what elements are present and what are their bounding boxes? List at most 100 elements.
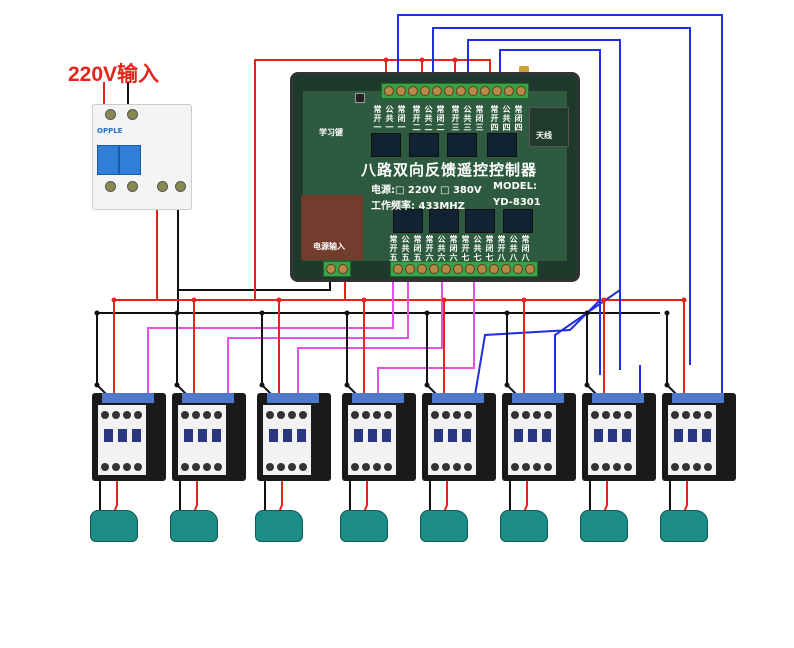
- relay-terminal-label: 常开八: [497, 235, 506, 262]
- contactor-7: [582, 393, 656, 481]
- feedback-wire-upper: [467, 39, 621, 370]
- model-value: YD-8301: [493, 197, 541, 208]
- contactor-neutral-feed: [346, 313, 358, 396]
- wire-junction: [344, 382, 350, 388]
- motor-6: [500, 510, 548, 542]
- relay-terminal-label: 公共五: [401, 235, 410, 262]
- motor-5: [420, 510, 468, 542]
- breaker-switch-1[interactable]: [97, 145, 119, 175]
- upper-terminal-block: [381, 83, 529, 99]
- relay-terminal-label: 公共一: [385, 105, 394, 132]
- wire-junction: [584, 382, 590, 388]
- relay-terminal-label: 常开三: [451, 105, 460, 132]
- contactor-neutral-feed: [96, 313, 108, 396]
- wire-junction: [344, 310, 350, 316]
- motor-8: [660, 510, 708, 542]
- power-input-label: 电源输入: [313, 242, 345, 251]
- relay-terminal-label: 常闭五: [413, 235, 422, 262]
- relay-terminal-label: 常闭二: [436, 105, 445, 132]
- frequency-spec: 工作频率: 433MHZ: [371, 201, 465, 212]
- wire-junction: [584, 310, 590, 316]
- relay-terminal-label: 公共八: [509, 235, 518, 262]
- relay-terminal-label: 常开一: [373, 105, 382, 132]
- relay-terminal-label: 公共三: [463, 105, 472, 132]
- wire-junction: [441, 297, 447, 303]
- contactor-3: [257, 393, 331, 481]
- relay-terminal-label: 常开七: [461, 235, 470, 262]
- power-spec: 电源:□ 220V □ 380V: [371, 185, 482, 196]
- relay-terminal-label: 常闭一: [397, 105, 406, 132]
- wire-junction: [681, 297, 687, 303]
- feedback-wire-5: [474, 297, 601, 396]
- contactor-neutral-feed: [586, 313, 598, 396]
- antenna-module: 天线: [529, 107, 569, 147]
- wire-junction: [424, 382, 430, 388]
- circuit-breaker: OPPLE: [92, 104, 192, 210]
- relay-terminal-label: 公共二: [424, 105, 433, 132]
- wire-junction: [94, 310, 100, 316]
- controller-title: 八路双向反馈遥控控制器: [361, 161, 538, 179]
- contactor-neutral-feed: [426, 313, 438, 396]
- contactor-5: [422, 393, 496, 481]
- relay-terminal-label: 常开四: [490, 105, 499, 132]
- wire-junction: [424, 310, 430, 316]
- relay-terminal-label: 常开六: [425, 235, 434, 262]
- contactor-4: [342, 393, 416, 481]
- learn-key-button[interactable]: [355, 93, 365, 103]
- feedback-wire-upper: [499, 49, 601, 375]
- relay-terminal-label: 常闭四: [514, 105, 523, 132]
- wire-junction: [521, 297, 527, 303]
- wire-junction: [174, 310, 180, 316]
- wire-junction: [452, 57, 458, 63]
- contactor-6: [502, 393, 576, 481]
- wire-junction: [259, 310, 265, 316]
- power-terminal-block: [323, 261, 351, 277]
- input-voltage-label: 220V输入: [68, 63, 160, 86]
- model-label: MODEL:: [493, 181, 537, 192]
- contactor-neutral-feed: [176, 313, 188, 396]
- contactor-8: [662, 393, 736, 481]
- relay-terminal-label: 常开五: [389, 235, 398, 262]
- contactor-neutral-feed: [261, 313, 273, 396]
- relay-terminal-label: 常闭六: [449, 235, 458, 262]
- motor-3: [255, 510, 303, 542]
- lower-terminal-block: [390, 261, 538, 277]
- relay-terminal-label: 常闭三: [475, 105, 484, 132]
- motor-4: [340, 510, 388, 542]
- wire-junction: [361, 297, 367, 303]
- feedback-wire-lower-3: [297, 282, 443, 398]
- wire-junction: [419, 57, 425, 63]
- feedback-wire-upper: [432, 27, 691, 365]
- contactor-1: [92, 393, 166, 481]
- breaker-switch-2[interactable]: [119, 145, 141, 175]
- remote-controller-board: 天线 学习键 八路双向反馈遥控控制器 电源:□ 220V □ 380V MODE…: [290, 72, 580, 282]
- motor-1: [90, 510, 138, 542]
- wire-junction: [601, 297, 607, 303]
- wire-junction: [276, 297, 282, 303]
- learn-key-label: 学习键: [319, 128, 343, 137]
- relay-terminal-label: 公共七: [473, 235, 482, 262]
- relay-terminal-label: 公共四: [502, 105, 511, 132]
- wire-junction: [504, 382, 510, 388]
- contactor-2: [172, 393, 246, 481]
- motor-7: [580, 510, 628, 542]
- wire-junction: [111, 297, 117, 303]
- antenna-label: 天线: [536, 131, 552, 140]
- relay-terminal-label: 常闭七: [485, 235, 494, 262]
- wire-junction: [664, 382, 670, 388]
- wire-junction: [259, 382, 265, 388]
- relay-terminal-label: 公共六: [437, 235, 446, 262]
- feedback-wire-upper: [397, 14, 723, 360]
- wire-junction: [664, 310, 670, 316]
- wire-junction: [94, 382, 100, 388]
- feedback-wire-lower-2: [227, 282, 409, 398]
- motor-2: [170, 510, 218, 542]
- wire-junction: [191, 297, 197, 303]
- top-live-loop: [254, 59, 491, 300]
- feedback-wire-lower-1: [147, 282, 394, 398]
- contactor-neutral-feed: [666, 313, 678, 396]
- contactor-neutral-feed: [506, 313, 518, 396]
- relay-terminal-label: 常开二: [412, 105, 421, 132]
- breaker-brand: OPPLE: [97, 127, 123, 135]
